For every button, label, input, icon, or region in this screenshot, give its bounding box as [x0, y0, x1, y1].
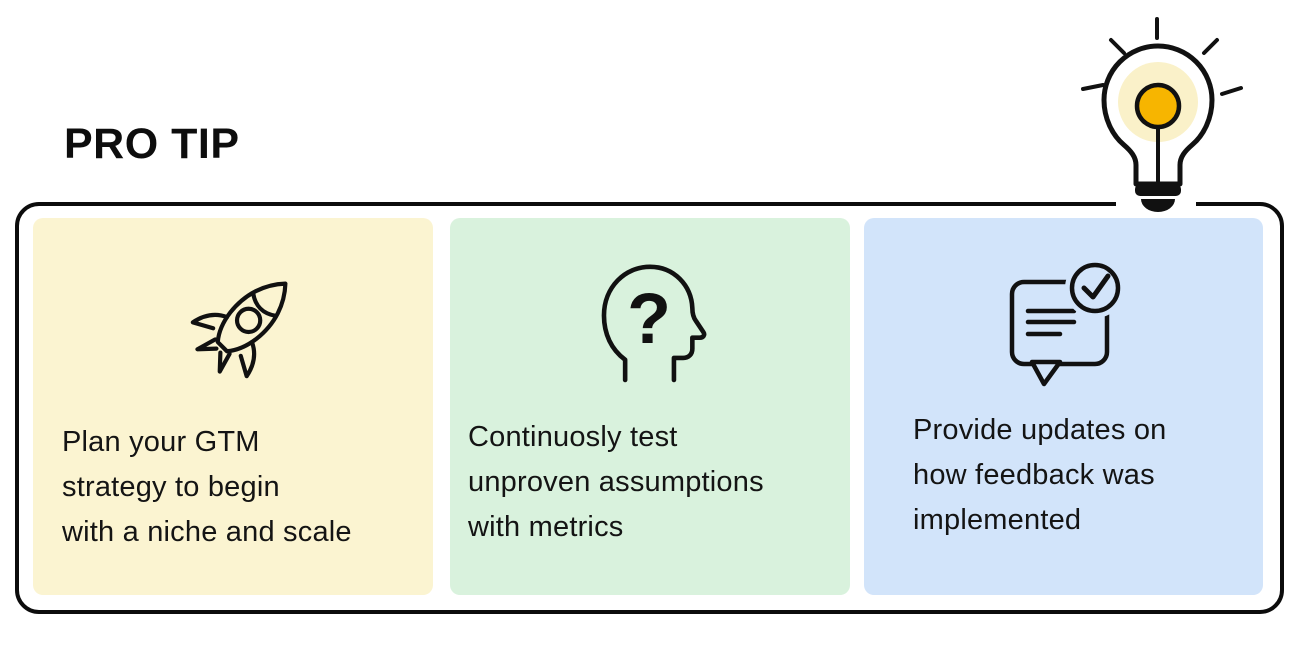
check-circle	[1069, 262, 1121, 314]
lightbulb-idea-icon	[1081, 17, 1243, 212]
tip-text-line: Continuosly test	[468, 421, 678, 453]
tip-text-line: unproven assumptions	[468, 466, 764, 498]
tip-text-line: with metrics	[468, 511, 624, 543]
tip-text-gtm: Plan your GTM strategy to begin with a n…	[62, 420, 352, 555]
bulb-rays	[1081, 17, 1243, 96]
tip-text-line: how feedback was	[913, 459, 1155, 491]
tip-text-line: Plan your GTM	[62, 426, 260, 458]
tip-text-assumptions: Continuosly test unproven assumptions wi…	[468, 415, 764, 550]
rocket-icon	[190, 281, 288, 379]
tip-text-line: with a niche and scale	[62, 516, 352, 548]
thinking-head-question-icon: ?	[601, 264, 707, 383]
feedback-message-check-icon	[1009, 260, 1124, 387]
tip-text-feedback: Provide updates on how feedback was impl…	[913, 408, 1167, 543]
bubble-tail	[1029, 359, 1063, 387]
bulb-core	[1134, 82, 1182, 130]
tip-card-gtm	[33, 218, 433, 595]
tip-text-line: Provide updates on	[913, 414, 1167, 446]
check-mark	[1081, 273, 1111, 300]
tip-card-assumptions	[450, 218, 850, 595]
page-title: PRO TIP	[64, 120, 240, 168]
question-mark-glyph: ?	[627, 279, 671, 359]
tips-panel-border	[15, 202, 1284, 614]
tip-text-line: implemented	[913, 504, 1082, 536]
bulb-socket-cap	[1141, 199, 1175, 212]
bulb-socket-band	[1135, 184, 1181, 196]
tip-text-line: strategy to begin	[62, 471, 280, 503]
